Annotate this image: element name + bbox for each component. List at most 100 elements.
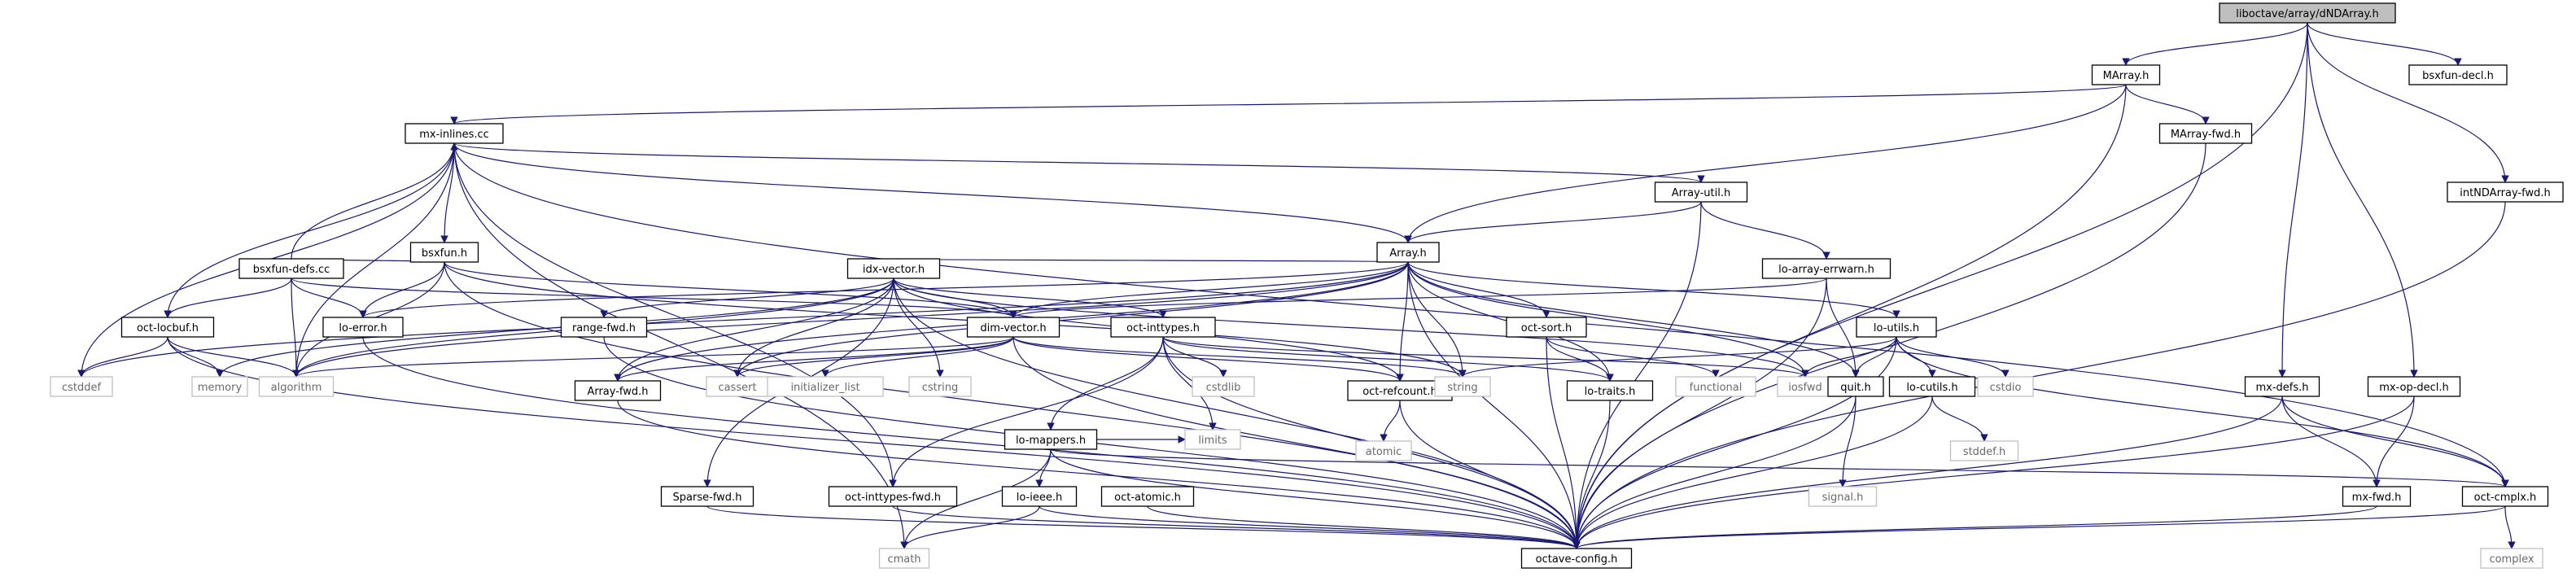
node-box [2461, 486, 2549, 507]
node-oct-locbuf[interactable]: oct-locbuf.h [120, 317, 215, 338]
edge-MArray-fwd-to-octave-config [1572, 142, 2206, 549]
node-signal-h: signal.h [1808, 486, 1878, 507]
edge-mx-inlines-to-Array-h [453, 142, 1412, 243]
node-dim-vector[interactable]: dim-vector.h [966, 317, 1061, 338]
node-box [1827, 376, 1884, 397]
node-oct-atomic[interactable]: oct-atomic.h [1100, 486, 1195, 507]
node-oct-inttypes[interactable]: oct-inttypes.h [1110, 317, 1216, 338]
edge-bsxfun-defs-to-oct-locbuf [164, 278, 292, 318]
node-box [1434, 376, 1491, 397]
node-label: lo-traits.h [1585, 386, 1636, 398]
node-box [2342, 486, 2412, 507]
node-label: idx-vector.h [863, 264, 925, 276]
node-bsxfun-h[interactable]: bsxfun.h [409, 242, 479, 263]
edge-root-to-mx-defs [2278, 22, 2308, 378]
node-intNDArray-fwd[interactable]: intNDArray-fwd.h [2447, 181, 2564, 203]
edge-quit-h-to-octave-config [1572, 396, 1857, 549]
edge-mx-inlines-to-oct-inttypes-fwd [453, 142, 897, 487]
edge-MArray-h-to-octave-config [1572, 84, 2127, 549]
edge-oct-inttypes-to-lo-traits [1162, 336, 1614, 382]
node-box [409, 242, 479, 263]
node-lo-mappers[interactable]: lo-mappers.h [1004, 429, 1098, 450]
node-root[interactable]: liboctave/array/dNDArray.h [2219, 2, 2396, 24]
edge-oct-sort-to-functional [1546, 336, 1720, 378]
node-label: signal.h [1822, 492, 1864, 504]
node-label: intNDArray-fwd.h [2460, 187, 2551, 199]
node-range-fwd[interactable]: range-fwd.h [560, 317, 648, 338]
node-Array-util[interactable]: Array-util.h [1654, 181, 1748, 203]
edge-mx-inlines-to-oct-locbuf [164, 142, 455, 318]
edge-Array-h-to-idx-vector [892, 258, 1409, 267]
node-box [1184, 429, 1241, 450]
edge-dim-vector-to-algorithm [292, 336, 1014, 378]
node-cstring: cstring [908, 376, 972, 397]
node-box [1192, 376, 1255, 397]
node-lo-error[interactable]: lo-error.h [322, 317, 404, 338]
node-label: cstdlib [1206, 382, 1241, 394]
node-bsxfun-defs[interactable]: bsxfun-defs.cc [238, 258, 344, 279]
node-mx-fwd[interactable]: mx-fwd.h [2342, 486, 2412, 507]
edge-mx-fwd-to-octave-config [1572, 505, 2377, 549]
node-MArray-h[interactable]: MArray.h [2091, 64, 2161, 85]
node-box [1355, 440, 1412, 461]
edge-Array-fwd-to-octave-config [617, 400, 1581, 549]
node-mx-op-decl[interactable]: mx-op-decl.h [2367, 376, 2461, 397]
node-box [828, 486, 958, 507]
node-label: Sparse-fwd.h [673, 492, 742, 504]
node-mx-defs[interactable]: mx-defs.h [2244, 376, 2320, 397]
node-box [1100, 486, 1195, 507]
node-label: cstring [922, 382, 958, 394]
node-lo-traits[interactable]: lo-traits.h [1566, 380, 1654, 401]
edges-layer [77, 22, 2516, 549]
node-mx-inlines[interactable]: mx-inlines.cc [405, 123, 504, 144]
node-box [660, 486, 754, 507]
node-lo-array-errwarn[interactable]: lo-array-errwarn.h [1761, 258, 1892, 279]
edge-root-to-intNDArray-fwd [2307, 22, 2509, 183]
edge-Array-h-to-algorithm [292, 261, 1409, 378]
node-oct-sort[interactable]: oct-sort.h [1506, 317, 1587, 338]
node-Array-fwd[interactable]: Array-fwd.h [574, 380, 662, 401]
node-label: cmath [887, 553, 921, 566]
node-lo-utils[interactable]: lo-utils.h [1856, 317, 1937, 338]
edge-idx-vector-to-cstring [893, 278, 944, 378]
node-cstddef: cstddef [50, 376, 113, 397]
node-idx-vector[interactable]: idx-vector.h [846, 258, 941, 279]
node-Array-h[interactable]: Array.h [1376, 242, 1440, 263]
node-label: liboctave/array/dNDArray.h [2236, 8, 2378, 20]
node-quit-h[interactable]: quit.h [1827, 376, 1884, 397]
node-oct-cmplx[interactable]: oct-cmplx.h [2461, 486, 2549, 507]
edge-oct-cmplx-to-octave-config [1572, 505, 2506, 549]
node-label: lo-array-errwarn.h [1778, 264, 1874, 276]
node-lo-ieee[interactable]: lo-ieee.h [1001, 486, 1078, 507]
node-label: mx-fwd.h [2352, 492, 2402, 504]
edge-Array-util-to-octave-config [1572, 201, 1702, 549]
edge-oct-inttypes-to-iosfwd [1162, 336, 1809, 378]
node-MArray-fwd[interactable]: MArray-fwd.h [2158, 123, 2253, 144]
edge-MArray-h-to-Array-h [1404, 84, 2127, 243]
node-oct-inttypes-fwd[interactable]: oct-inttypes-fwd.h [828, 486, 958, 507]
node-box [1654, 181, 1748, 203]
node-Sparse-fwd[interactable]: Sparse-fwd.h [660, 486, 754, 507]
edge-bsxfun-defs-to-dim-vector [291, 278, 1017, 318]
node-label: initializer_list [790, 382, 859, 394]
node-box [1675, 376, 1756, 397]
edge-bsxfun-defs-to-mx-inlines [291, 142, 458, 260]
edge-bsxfun-defs-to-lo-error [291, 278, 367, 318]
edge-mx-op-decl-to-mx-fwd [2373, 396, 2415, 487]
node-label: memory [198, 382, 243, 394]
node-box [1977, 376, 2034, 397]
edge-lo-ieee-to-octave-config [1039, 505, 1581, 549]
node-label: string [1447, 382, 1477, 394]
edge-lo-mappers-to-cmath [900, 448, 1052, 549]
node-box [1110, 317, 1216, 338]
node-label: complex [2489, 553, 2534, 566]
edge-lo-array-errwarn-to-octave-config [1572, 278, 1827, 549]
node-bsxfun-decl[interactable]: bsxfun-decl.h [2408, 64, 2508, 85]
edge-oct-inttypes-to-lo-mappers [1047, 336, 1164, 431]
node-box [1004, 429, 1098, 450]
edge-lo-mappers-to-oct-cmplx [1050, 448, 2509, 487]
node-lo-cutils[interactable]: lo-cutils.h [1888, 376, 1976, 397]
edge-dim-vector-to-string [1012, 336, 1467, 378]
edge-idx-vector-to-oct-inttypes [893, 278, 1167, 318]
node-octave-config[interactable]: octave-config.h [1520, 548, 1633, 569]
